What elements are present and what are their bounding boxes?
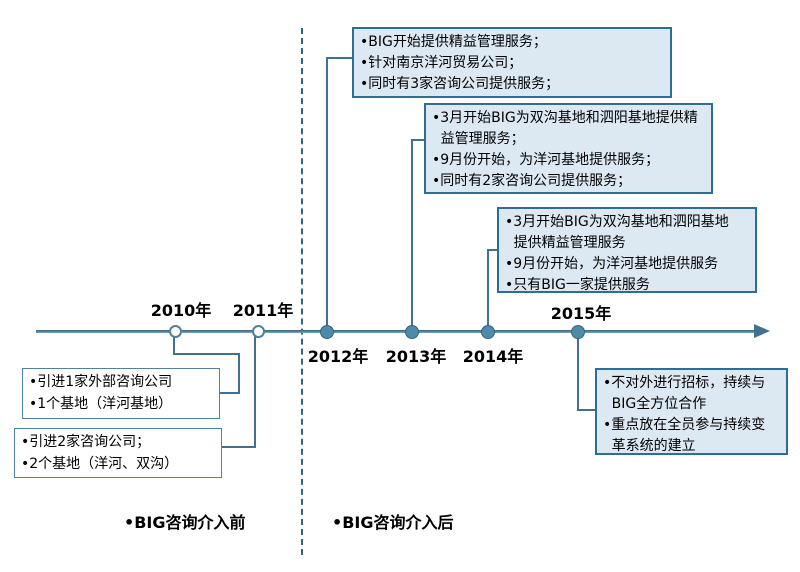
- event-line: •9月份开始，为洋河基地提供服务；: [432, 152, 660, 168]
- event-line: •3月开始BIG为双沟基地和泗阳基地提供精益管理服务: [505, 214, 729, 251]
- event-box-2011: •引进2家咨询公司； •2个基地（洋河、双沟）: [14, 428, 222, 478]
- event-line: •重点放在全员参与持续变革系统的建立: [603, 417, 766, 454]
- connector-2012-vertical: [326, 58, 328, 332]
- connector-2010-horizontal-1: [173, 353, 240, 355]
- year-label-2012: 2012年: [307, 347, 369, 366]
- connector-2015-vertical: [577, 334, 579, 411]
- connector-2013-vertical: [411, 139, 413, 332]
- connector-2011-horizontal: [222, 446, 256, 448]
- connector-2011-vertical: [254, 336, 256, 448]
- event-line: •只有BIG一家提供服务: [505, 277, 650, 293]
- phase-label-before: •BIG咨询介入前: [124, 513, 246, 532]
- year-label-2013: 2013年: [385, 347, 447, 366]
- event-line: •3月开始BIG为双沟基地和泗阳基地提供精益管理服务；: [432, 110, 698, 147]
- connector-2010-horizontal-2: [220, 392, 240, 394]
- event-box-2015: •不对外进行招标，持续与BIG全方位合作 •重点放在全员参与持续变革系统的建立: [595, 368, 788, 455]
- timeline-axis: [36, 330, 758, 333]
- event-line: •9月份开始，为洋河基地提供服务: [505, 256, 719, 272]
- event-line: •同时有3家咨询公司提供服务；: [360, 76, 560, 92]
- timeline-arrowhead-icon: [754, 324, 770, 338]
- marker-2011: [252, 325, 265, 338]
- event-box-2012: •BIG开始提供精益管理服务； •针对南京洋河贸易公司； •同时有3家咨询公司提…: [352, 27, 672, 98]
- marker-2010: [169, 325, 182, 338]
- event-line: •2个基地（洋河、双沟）: [21, 456, 179, 472]
- event-line: •同时有2家咨询公司提供服务；: [432, 173, 632, 189]
- connector-2015-horizontal: [577, 409, 595, 411]
- event-line: •引进1家外部咨询公司: [29, 374, 173, 390]
- event-line: •BIG开始提供精益管理服务；: [360, 34, 547, 50]
- connector-2010-vertical-1: [173, 336, 175, 354]
- connector-2010-vertical-2: [238, 353, 240, 393]
- marker-2015: [571, 325, 585, 339]
- connector-2013-horizontal: [411, 139, 424, 141]
- marker-2014: [481, 325, 495, 339]
- year-label-2014: 2014年: [462, 347, 524, 366]
- event-line: •针对南京洋河贸易公司；: [360, 55, 523, 71]
- connector-2014-vertical: [487, 249, 489, 332]
- phase-label-after: •BIG咨询介入后: [332, 513, 454, 532]
- event-box-2013: •3月开始BIG为双沟基地和泗阳基地提供精益管理服务； •9月份开始，为洋河基地…: [424, 103, 713, 194]
- year-label-2015: 2015年: [550, 304, 612, 323]
- event-line: •引进2家咨询公司；: [21, 434, 151, 450]
- event-line: •1个基地（洋河基地）: [29, 396, 173, 412]
- marker-2012: [320, 325, 334, 339]
- event-line: •不对外进行招标，持续与BIG全方位合作: [603, 375, 766, 412]
- connector-2014-horizontal: [487, 249, 497, 251]
- event-box-2010: •引进1家外部咨询公司 •1个基地（洋河基地）: [22, 368, 220, 419]
- phase-divider-line: [301, 28, 303, 555]
- event-box-2014: •3月开始BIG为双沟基地和泗阳基地提供精益管理服务 •9月份开始，为洋河基地提…: [497, 207, 757, 293]
- marker-2013: [405, 325, 419, 339]
- year-label-2011: 2011年: [232, 301, 294, 320]
- connector-2012-horizontal: [326, 57, 352, 59]
- year-label-2010: 2010年: [150, 301, 212, 320]
